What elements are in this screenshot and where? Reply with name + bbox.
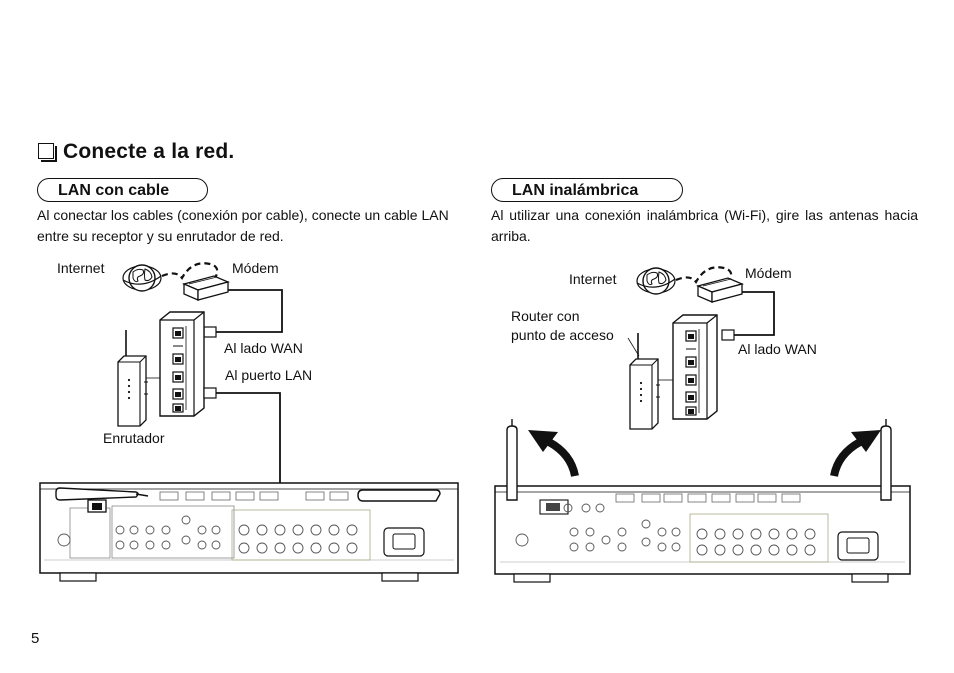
wired-lan-port-label: Al puerto LAN	[225, 367, 313, 383]
modem-icon	[183, 275, 229, 301]
antenna-icon	[55, 487, 441, 502]
wired-modem-label: Módem	[232, 260, 279, 276]
globe-icon	[636, 267, 676, 295]
wired-wan-label: Al lado WAN	[224, 340, 303, 356]
wireless-access-point-label: Router con punto de acceso	[511, 308, 614, 343]
rotate-arrow-icon	[528, 430, 881, 477]
router-icon	[117, 329, 149, 427]
checkbox-icon	[38, 143, 57, 162]
switch-icon	[159, 311, 205, 417]
wired-router-label: Enrutador	[103, 430, 165, 446]
wireless-wan-label: Al lado WAN	[738, 341, 817, 357]
wireless-modem-label: Módem	[745, 265, 792, 281]
router-icon	[629, 332, 661, 430]
page-number: 5	[31, 630, 40, 647]
wired-heading: LAN con cable	[37, 178, 208, 202]
wireless-description: Al utilizar una conexión inalámbrica (Wi…	[491, 207, 918, 244]
globe-icon	[122, 264, 162, 292]
section-title: Conecte a la red.	[38, 140, 234, 164]
wireless-internet-label: Internet	[569, 271, 617, 287]
wireless-heading: LAN inalámbrica	[491, 178, 683, 202]
receiver-icon	[494, 485, 911, 583]
wired-internet-label: Internet	[57, 260, 105, 276]
modem-icon	[697, 277, 743, 303]
antenna-icon	[506, 419, 892, 501]
switch-icon	[672, 314, 718, 420]
wired-description: Al conectar los cables (conexión por cab…	[37, 207, 449, 244]
